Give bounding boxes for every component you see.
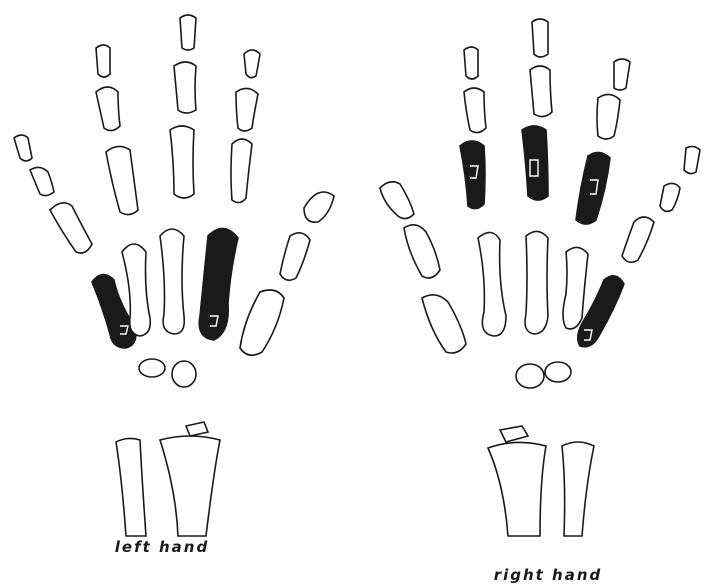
right-little-proximal bbox=[622, 217, 654, 262]
left-metacarpal-1 bbox=[240, 290, 284, 355]
left-ulnar-styloid bbox=[186, 422, 208, 436]
right-middle-distal bbox=[532, 19, 548, 57]
right-ulnar-styloid bbox=[500, 426, 528, 442]
left-little-proximal bbox=[50, 203, 92, 253]
left-ring-distal bbox=[96, 45, 110, 77]
left-ulna bbox=[116, 438, 146, 536]
right-hand-caption: right hand bbox=[438, 566, 658, 584]
left-metacarpal-2 bbox=[199, 228, 238, 340]
right-index-proximal bbox=[460, 141, 485, 209]
left-radius bbox=[160, 436, 220, 536]
left-little-middle bbox=[30, 167, 54, 195]
left-thumb-distal bbox=[304, 192, 334, 222]
left-ring-middle bbox=[96, 87, 120, 131]
left-index-middle bbox=[236, 88, 258, 131]
right-middle-proximal bbox=[522, 126, 548, 200]
left-index-distal bbox=[244, 50, 260, 78]
right-metacarpal-2 bbox=[478, 232, 506, 336]
right-little-middle bbox=[660, 183, 680, 211]
left-thumb-proximal bbox=[280, 233, 310, 280]
right-ring-distal bbox=[614, 59, 630, 90]
right-index-middle bbox=[464, 88, 486, 133]
right-thumb-distal bbox=[380, 182, 414, 219]
right-index-distal bbox=[464, 47, 478, 79]
left-carpal-lunate bbox=[172, 361, 196, 387]
right-metacarpal-3 bbox=[525, 231, 548, 334]
left-middle-proximal bbox=[170, 126, 194, 198]
left-hand bbox=[14, 15, 334, 536]
right-ring-middle bbox=[597, 94, 620, 139]
right-metacarpal-4 bbox=[563, 247, 588, 328]
left-metacarpal-3 bbox=[160, 229, 184, 334]
left-index-proximal bbox=[231, 139, 252, 203]
right-carpal-lunate bbox=[545, 362, 571, 382]
left-middle-distal bbox=[180, 15, 196, 50]
right-hand bbox=[380, 19, 700, 536]
right-middle-middle bbox=[530, 66, 552, 117]
right-radius bbox=[488, 442, 546, 536]
right-ring-proximal-phalanx bbox=[576, 152, 610, 224]
right-carpal-scaphoid bbox=[516, 364, 544, 388]
right-metacarpal-1 bbox=[422, 295, 466, 353]
right-little-distal bbox=[684, 146, 700, 173]
left-hand-caption: left hand bbox=[52, 538, 272, 556]
right-ulna bbox=[562, 442, 594, 536]
left-middle-middle bbox=[174, 62, 196, 113]
right-thumb-proximal bbox=[404, 225, 440, 278]
left-little-distal bbox=[14, 135, 32, 161]
left-carpal-scaphoid bbox=[139, 359, 165, 377]
left-ring-proximal bbox=[106, 146, 138, 214]
